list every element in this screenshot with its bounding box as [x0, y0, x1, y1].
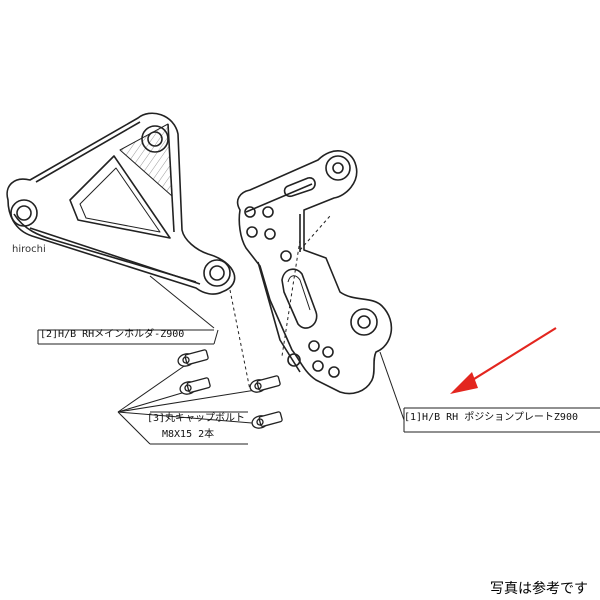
callout-main-holder: [2]H/B RHメインホルダ-Z900 — [40, 329, 185, 340]
leader-lines — [37, 215, 600, 445]
red-arrow-icon — [450, 327, 557, 394]
cap-bolt-icon — [179, 377, 211, 395]
main-holder-part — [6, 112, 236, 295]
watermark-text: hirochi — [12, 244, 46, 255]
callout-position-plate: [1]H/B RH ポジションプレートZ900 — [404, 412, 578, 423]
cap-bolt-icon — [249, 375, 281, 393]
reference-note: 写真は参考です — [490, 581, 588, 597]
cap-bolt-icon — [177, 349, 209, 367]
callout-cap-bolt-name: [3]丸キャップボルト — [147, 413, 246, 424]
cap-bolt-icon — [251, 411, 283, 429]
callout-cap-bolt-size: M8X15 2本 — [162, 429, 215, 440]
position-plate-part — [236, 150, 393, 395]
